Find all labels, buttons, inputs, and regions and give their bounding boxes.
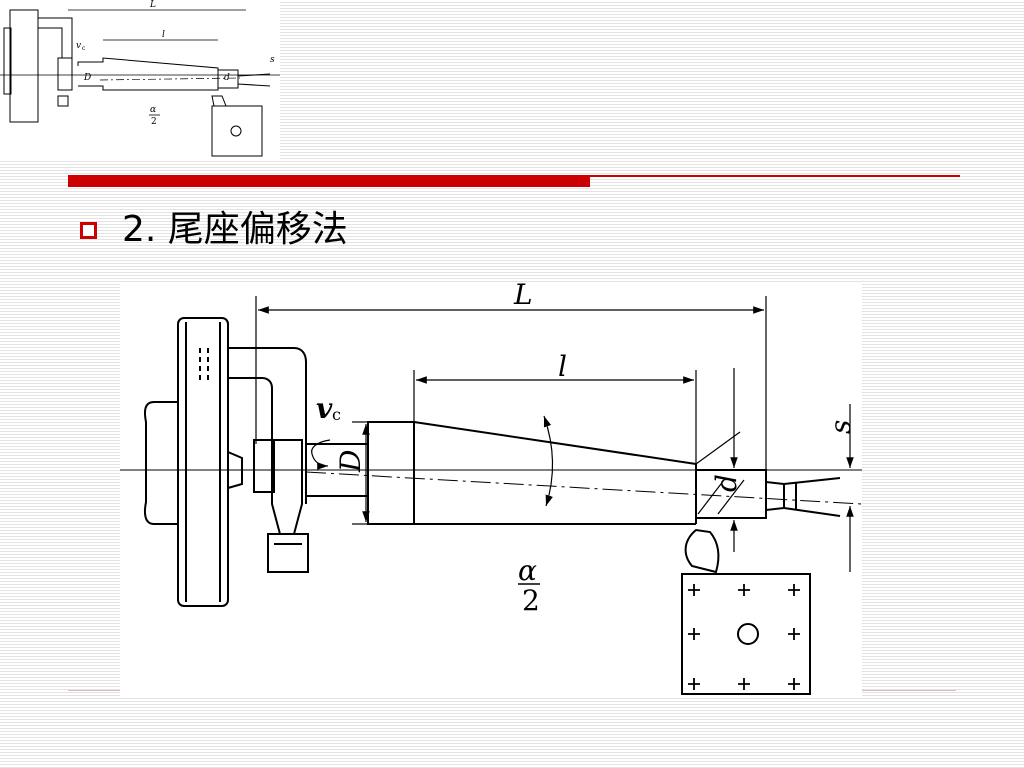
label-two: 2 [522,584,540,617]
thumb-label-D: D [83,73,91,83]
tool-post-crosses [688,584,800,690]
title-accent-line [590,175,960,177]
diagram-thumbnail: L l v c D d s α 2 [0,0,280,160]
dead-center [765,481,785,511]
label-v: v [316,392,333,425]
title-accent-bar [68,175,590,187]
thumb-label-v: v [76,41,81,51]
footer-line-right [862,690,956,691]
slide-heading: 2. 尾座偏移法 [122,209,348,250]
dim-d-leader [695,431,741,465]
label-D: D [334,450,367,473]
offset-axis-line [305,471,863,505]
thumb-tool-post-bolt [230,125,242,137]
thumbnail-svg: L l v c D d s α 2 [0,0,280,157]
label-L: L [513,282,533,311]
thumb-dog-arm [38,17,73,58]
tool-post [681,573,811,695]
workpiece-taper [413,421,697,525]
thumb-label-d: d [224,73,230,83]
workpiece-shoulder [367,421,415,525]
footer-line-left [68,690,120,691]
thumb-tailstock-center [217,69,239,89]
label-alpha: α [518,554,537,587]
spindle-nose [144,401,179,525]
thumb-spindle-nose [3,27,12,95]
thumb-tailstock-quill [237,73,271,87]
rotation-arrow [311,439,331,470]
tool-post-bolt [737,623,759,645]
thumb-clamp-screw [57,95,69,107]
thumb-offset-axis [99,77,241,81]
thumb-label-c: c [82,45,86,52]
lathe-dog-body [271,439,303,535]
label-d: d [710,474,743,492]
thumb-workpiece [77,57,219,91]
dog-clamp-screw [267,533,309,573]
driving-dog-arm [228,347,307,504]
cutting-tool [684,528,720,574]
label-l: l [558,350,567,383]
driving-pin-hidden [199,348,209,382]
thumb-label-L: L [149,0,156,10]
label-s: s [824,420,857,434]
diagram-svg: L l v c D d s α 2 [120,278,863,695]
center-hatching [697,479,745,515]
thumb-tool-post [211,105,263,157]
hollow-square-bullet-icon [80,222,97,239]
thumb-chuck-plate [9,9,39,123]
thumb-cutting-tool [211,95,227,107]
thumb-label-alpha: α [150,105,156,115]
thumb-carrier-clamp [57,57,73,91]
label-c: c [332,405,341,424]
thumb-label-s: s [270,55,275,65]
thumb-label-two: 2 [151,117,157,127]
dog-clamp-block [253,439,275,493]
dim-alpha-arc [543,415,554,507]
thumb-label-l: l [162,30,165,40]
tailstock-quill [783,477,841,517]
live-center [227,450,243,490]
tailstock-offset-diagram: L l v c D d s α 2 [120,278,863,696]
